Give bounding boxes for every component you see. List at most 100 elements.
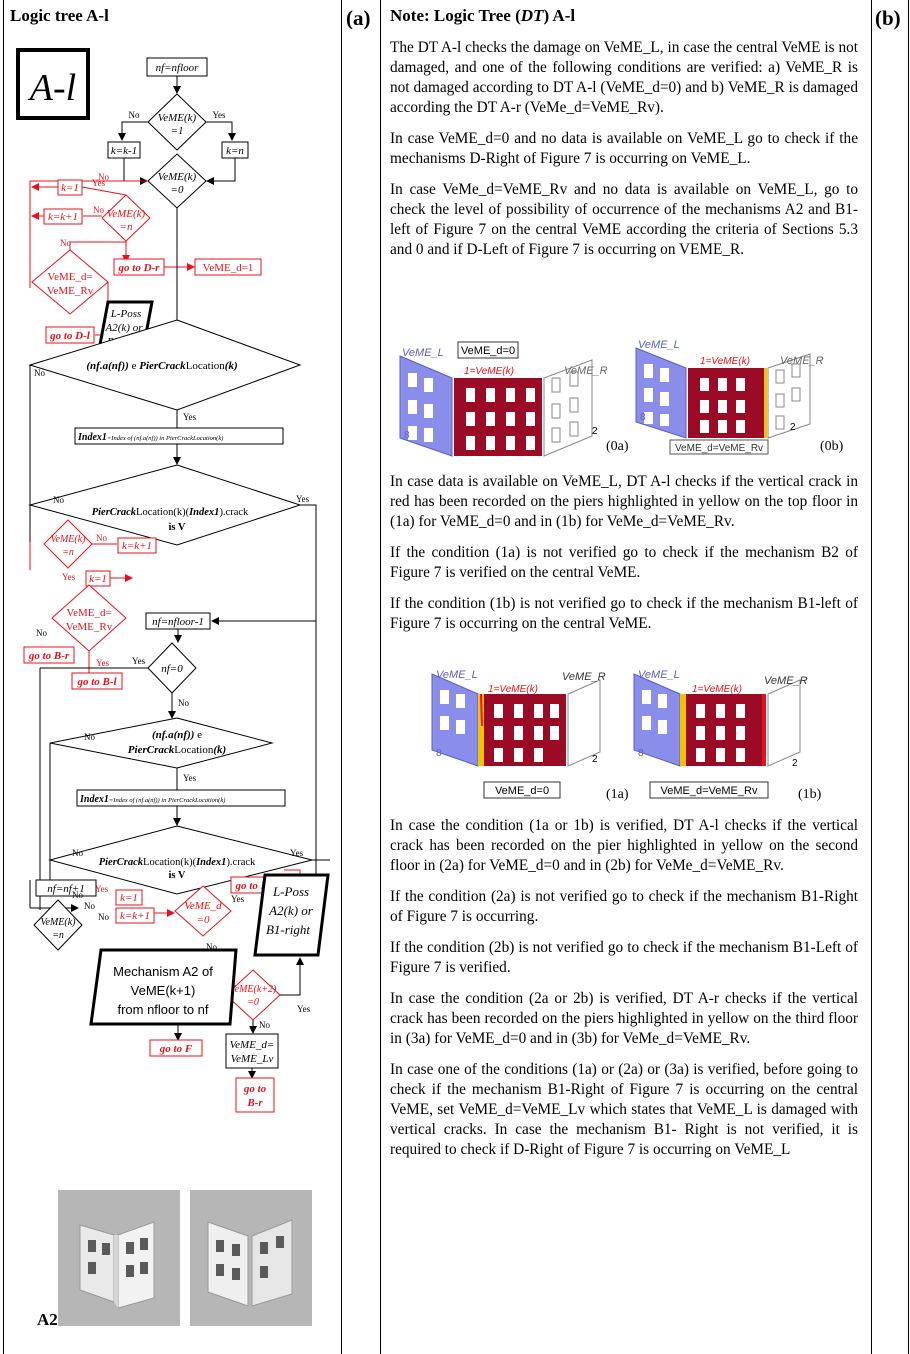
svg-text:No: No bbox=[206, 942, 217, 952]
svg-text:VeME_d=VeME_Rv: VeME_d=VeME_Rv bbox=[661, 785, 758, 797]
svg-text:VeME_d=1: VeME_d=1 bbox=[203, 262, 254, 274]
figure-1a: VeME_L VeME_R 1=VeME(k) 8 2 VeME_d=0 (1a… bbox=[431, 669, 629, 802]
big-label: A-l bbox=[27, 67, 76, 109]
svg-text:PierCrackLocation(k)(Index1).c: PierCrackLocation(k)(Index1).crack bbox=[99, 857, 256, 868]
figure-0a: VeME_L VeME_R 1=VeME(k) VeME_d=0 8 2 (0a… bbox=[399, 341, 629, 457]
svg-text:1=VeME(k): 1=VeME(k) bbox=[700, 356, 750, 367]
svg-text:from nfloor to nf: from nfloor to nf bbox=[117, 1002, 208, 1017]
svg-text:VeME_R: VeME_R bbox=[780, 355, 824, 367]
note-column: The DT A-l checks the damage on VeME_L, … bbox=[390, 38, 858, 271]
paragraph: If the condition (2b) is not verified go… bbox=[390, 939, 858, 976]
column-divider bbox=[380, 0, 381, 1354]
svg-text:VeME(k+2): VeME(k+2) bbox=[230, 984, 277, 995]
paragraph: In case data is available on VeME_L, DT … bbox=[390, 473, 858, 530]
svg-text:Yes: Yes bbox=[96, 658, 110, 668]
svg-text:VeME_Rv: VeME_Rv bbox=[66, 621, 113, 633]
tag-b: (b) bbox=[875, 6, 901, 30]
svg-text:k=1: k=1 bbox=[120, 892, 138, 904]
svg-text:(0a): (0a) bbox=[606, 439, 629, 454]
note-column-2: In case data is available on VeME_L, DT … bbox=[390, 472, 858, 645]
svg-text:No: No bbox=[53, 495, 64, 505]
svg-text:go to B-r: go to B-r bbox=[28, 650, 70, 662]
svg-text:No: No bbox=[96, 533, 107, 543]
svg-text:Yes: Yes bbox=[231, 894, 245, 904]
svg-text:Yes: Yes bbox=[183, 773, 197, 783]
svg-text:go to D-r: go to D-r bbox=[118, 262, 161, 274]
svg-text:2: 2 bbox=[790, 422, 796, 433]
big-label-box bbox=[16, 48, 90, 120]
svg-text:1=VeME(k): 1=VeME(k) bbox=[464, 366, 514, 377]
svg-text:go to: go to bbox=[243, 1083, 267, 1095]
svg-text:(nf.a(nf)) e: (nf.a(nf)) e bbox=[152, 729, 202, 741]
svg-text:No: No bbox=[34, 368, 45, 378]
logic-tree-diagram: A-l nf=nfloor VeME(k) =1 No Yes k=k-1 k=… bbox=[16, 48, 330, 1113]
svg-text:VeME_d=: VeME_d= bbox=[66, 607, 111, 619]
svg-text:PierCrackLocation(k): PierCrackLocation(k) bbox=[128, 744, 226, 756]
paragraph: In case VeME_d=0 and no data is availabl… bbox=[390, 130, 858, 167]
svg-text:No: No bbox=[84, 901, 95, 911]
svg-text:k=k+1: k=k+1 bbox=[122, 540, 152, 552]
svg-text:Yes: Yes bbox=[95, 884, 109, 894]
svg-text:k=k+1: k=k+1 bbox=[48, 211, 78, 223]
svg-text:=0: =0 bbox=[247, 997, 259, 1008]
paragraph: If the condition (1a) is not verified go… bbox=[390, 544, 858, 581]
svg-text:go to B-l: go to B-l bbox=[76, 676, 117, 688]
svg-text:No: No bbox=[98, 172, 109, 182]
figure-1: VeME_L VeME_R 1=VeME(k) 8 2 VeME_d=0 (1a… bbox=[431, 669, 822, 802]
svg-text:k=k+1: k=k+1 bbox=[120, 910, 150, 922]
svg-text:1=VeME(k): 1=VeME(k) bbox=[488, 684, 538, 695]
paragraph: In case the condition (2a or 2b) is veri… bbox=[390, 990, 858, 1047]
svg-text:=n: =n bbox=[52, 930, 64, 941]
svg-text:1=VeME(k): 1=VeME(k) bbox=[692, 684, 742, 695]
svg-text:VeME_R: VeME_R bbox=[562, 671, 606, 683]
svg-text:nf=nf+1: nf=nf+1 bbox=[47, 883, 84, 895]
svg-text:No: No bbox=[98, 912, 109, 922]
svg-text:2: 2 bbox=[592, 754, 598, 765]
svg-text:8: 8 bbox=[640, 412, 646, 423]
svg-text:(nf.a(nf)) e PierCrackLocation: (nf.a(nf)) e PierCrackLocation(k) bbox=[86, 360, 237, 372]
figure-0: VeME_L VeME_R 1=VeME(k) VeME_d=0 8 2 (0a… bbox=[399, 339, 844, 457]
column-divider bbox=[341, 0, 342, 1354]
svg-text:B1-right: B1-right bbox=[266, 922, 310, 937]
svg-text:A2(k) or: A2(k) or bbox=[105, 322, 144, 334]
svg-text:VeME_L: VeME_L bbox=[638, 669, 680, 681]
svg-text:VeME_Rv: VeME_Rv bbox=[47, 285, 94, 297]
svg-text:No: No bbox=[129, 110, 140, 120]
svg-text:=0: =0 bbox=[197, 914, 210, 926]
svg-text:(1b): (1b) bbox=[798, 787, 822, 802]
svg-text:No: No bbox=[72, 890, 83, 900]
svg-text:nf=nfloor-1: nf=nfloor-1 bbox=[152, 616, 204, 628]
svg-text:go to F: go to F bbox=[159, 1043, 193, 1055]
tag-a: (a) bbox=[346, 6, 371, 30]
svg-text:VeME(k): VeME(k) bbox=[51, 534, 87, 545]
svg-text:No: No bbox=[93, 205, 104, 215]
svg-text:VeME(k): VeME(k) bbox=[107, 208, 146, 220]
svg-text:8: 8 bbox=[638, 748, 644, 759]
svg-text:k=1: k=1 bbox=[61, 182, 79, 194]
svg-text:No: No bbox=[60, 238, 71, 248]
svg-text:k=k-1: k=k-1 bbox=[111, 145, 137, 157]
figure-1b: VeME_L VeME_R 1=VeME(k) 8 2 VeME_d=VeME_… bbox=[633, 669, 822, 802]
right-header: Note: Logic Tree (DT) A-l bbox=[390, 6, 576, 25]
border-right bbox=[908, 0, 909, 1354]
svg-text:VeME(k): VeME(k) bbox=[158, 171, 197, 183]
svg-text:VeME_d=: VeME_d= bbox=[230, 1039, 275, 1051]
svg-text:(1a): (1a) bbox=[606, 787, 629, 802]
svg-text:go to D-l: go to D-l bbox=[49, 330, 91, 342]
svg-text:k=1: k=1 bbox=[89, 573, 107, 585]
svg-text:Index1=Index of (nf.a(nf)) in: Index1=Index of (nf.a(nf)) in PierCrackL… bbox=[77, 432, 223, 443]
svg-text:(0b): (0b) bbox=[820, 439, 844, 454]
svg-text:VeME(k): VeME(k) bbox=[158, 112, 197, 124]
svg-text:Yes: Yes bbox=[296, 494, 310, 504]
nf-init-text: nf=nfloor bbox=[156, 62, 200, 74]
svg-text:2: 2 bbox=[792, 758, 798, 769]
svg-text:VeME_d=0: VeME_d=0 bbox=[461, 345, 515, 357]
paragraph: In case the condition (1a or 1b) is veri… bbox=[390, 817, 858, 874]
svg-text:2: 2 bbox=[592, 426, 598, 437]
svg-text:No: No bbox=[72, 848, 83, 858]
svg-text:Index1=Index of (nf.a(nf)) in: Index1=Index of (nf.a(nf)) in PierCrackL… bbox=[79, 794, 225, 805]
svg-text:VeME(k): VeME(k) bbox=[41, 917, 77, 928]
mechanism-a2-render-2 bbox=[190, 1190, 312, 1326]
svg-text:B-r: B-r bbox=[246, 1097, 263, 1109]
